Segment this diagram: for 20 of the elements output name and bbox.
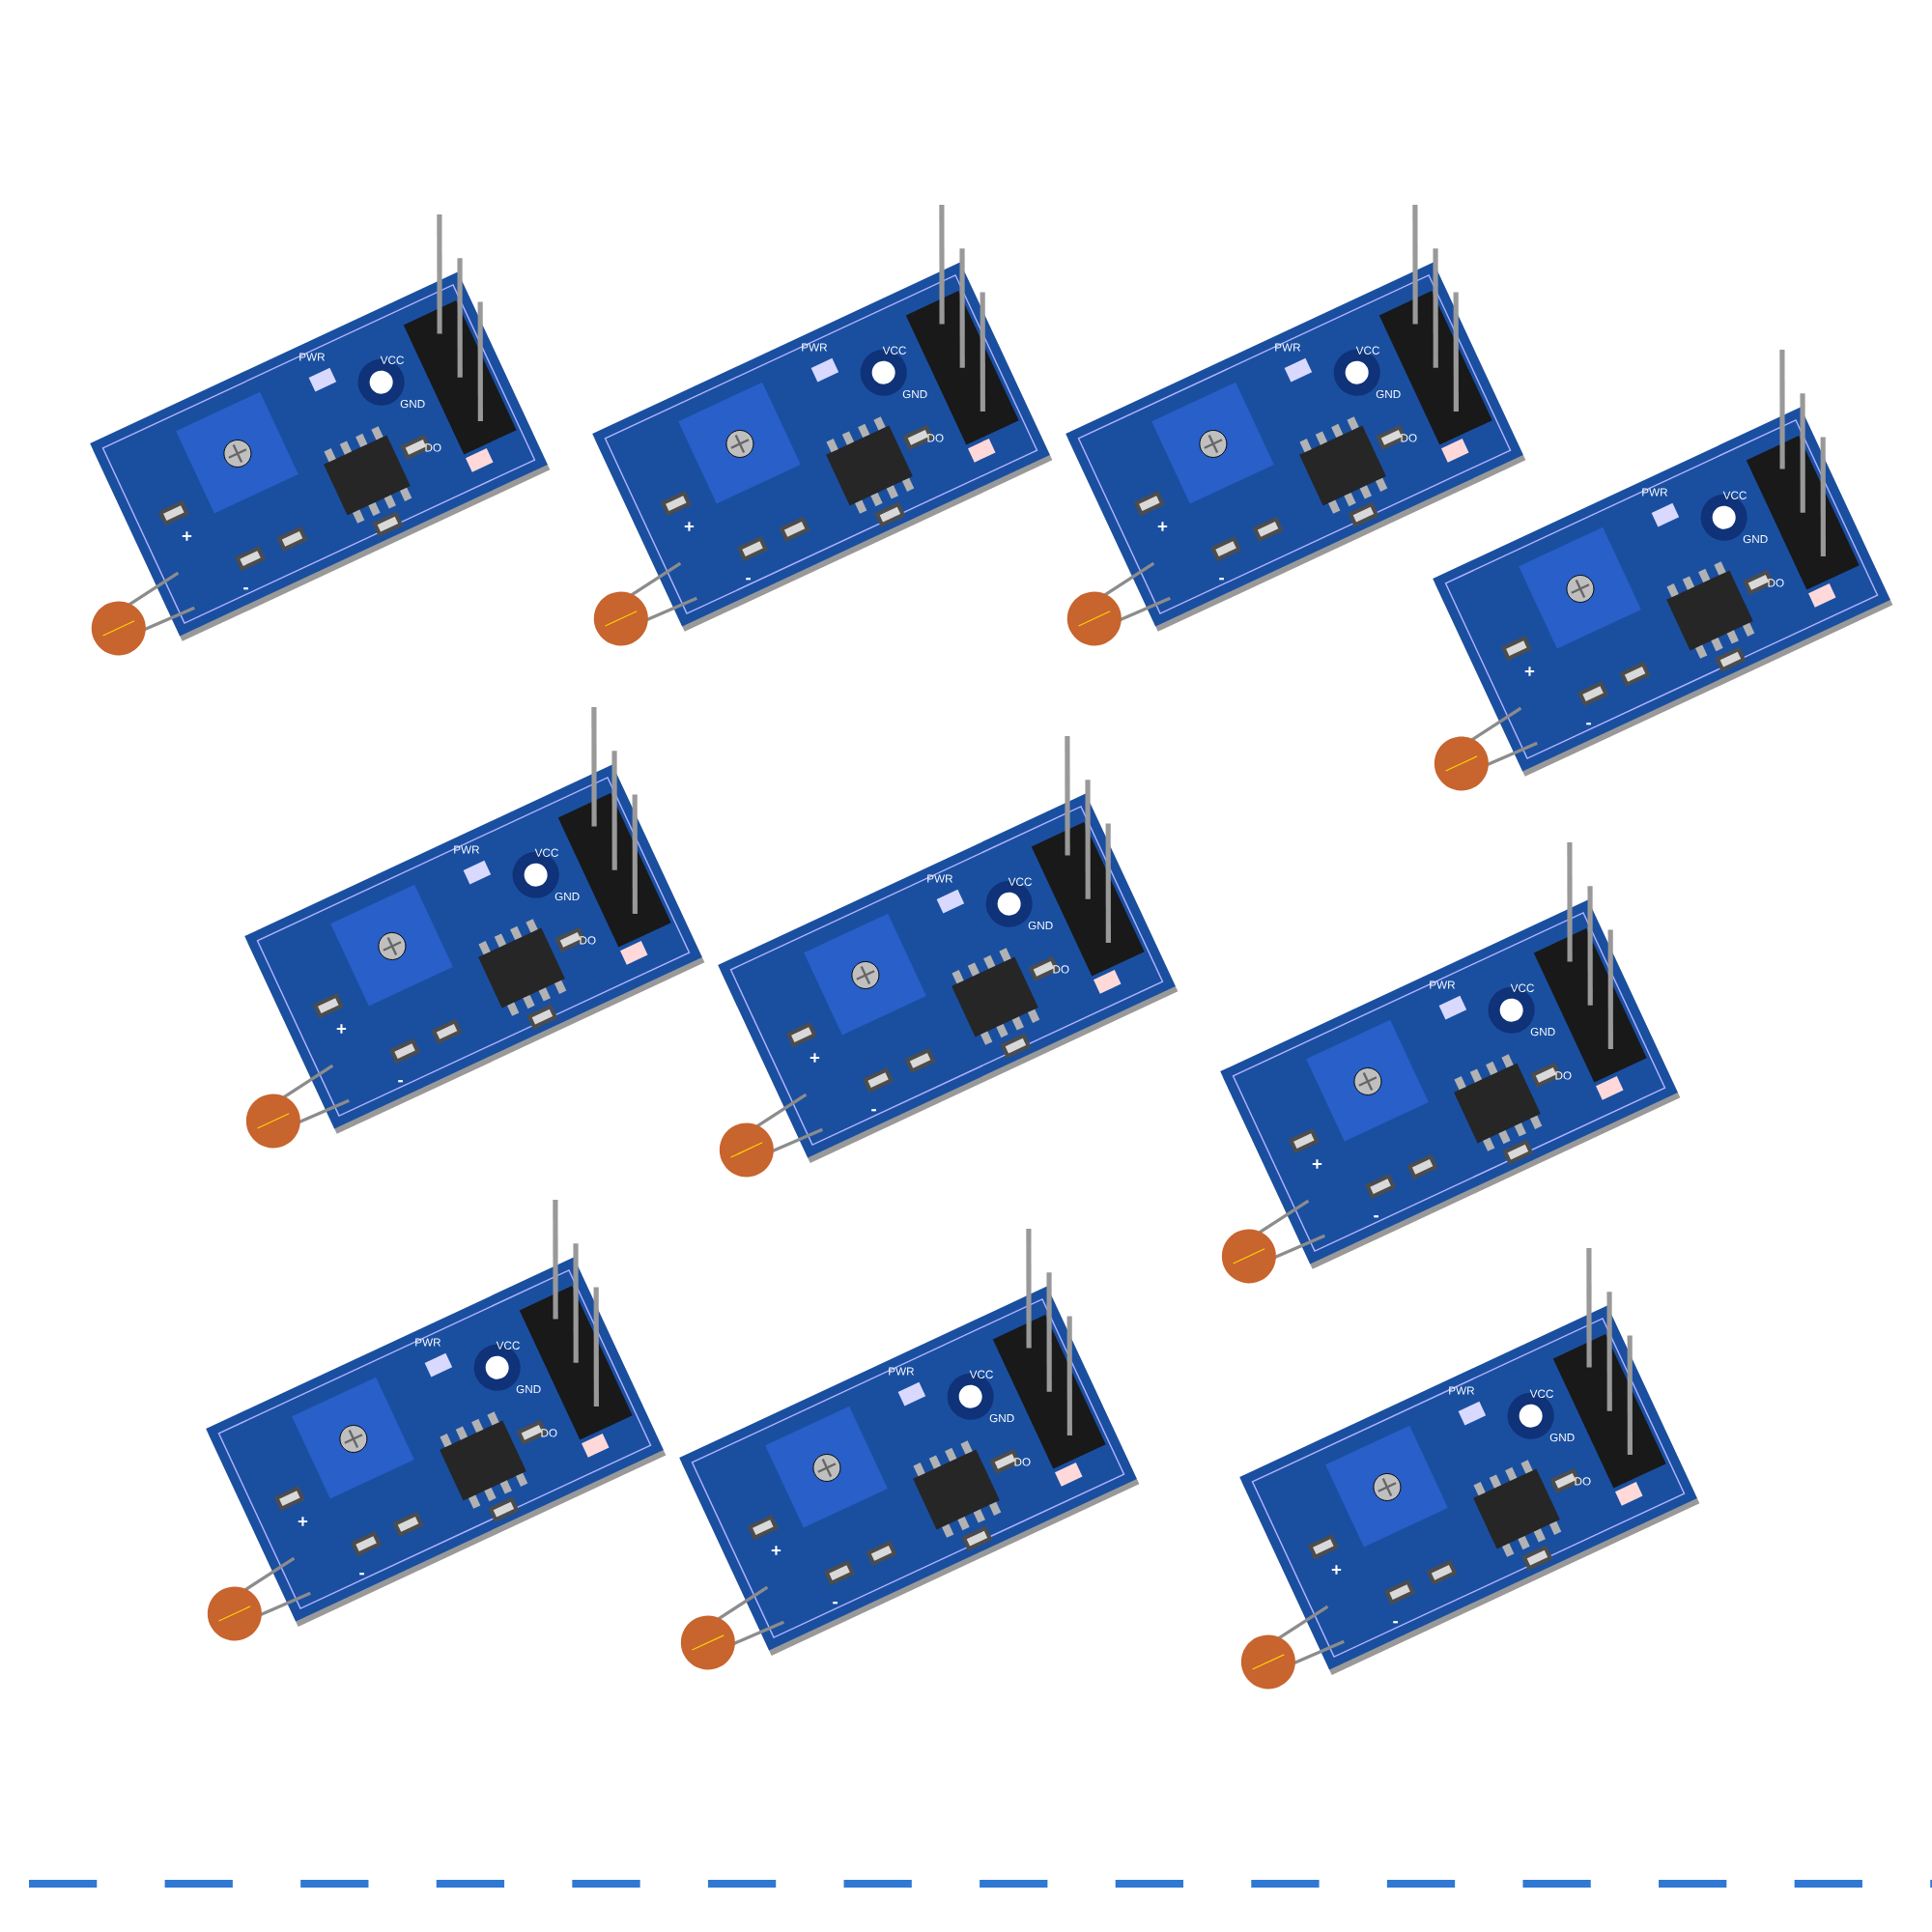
polarity-sign: - (359, 1573, 364, 1576)
polarity-sign: + (298, 1517, 308, 1526)
polarity-sign: - (243, 587, 248, 590)
polarity-sign: + (1157, 522, 1168, 531)
polarity-sign: + (336, 1024, 347, 1034)
polarity-sign: + (1331, 1565, 1342, 1575)
polarity-sign: - (1393, 1621, 1398, 1624)
polarity-sign: + (1312, 1159, 1322, 1169)
polarity-sign: - (746, 578, 751, 581)
polarity-sign: + (1524, 667, 1535, 676)
polarity-sign: + (810, 1053, 820, 1063)
polarity-sign: + (771, 1546, 781, 1555)
polarity-sign: + (684, 522, 695, 531)
polarity-sign: - (1219, 578, 1224, 581)
polarity-sign: - (833, 1602, 838, 1605)
polarity-sign: - (398, 1080, 403, 1083)
polarity-sign: - (1374, 1215, 1378, 1218)
polarity-sign: + (182, 531, 192, 541)
polarity-sign: - (1586, 723, 1591, 725)
polarity-sign: - (871, 1109, 876, 1112)
